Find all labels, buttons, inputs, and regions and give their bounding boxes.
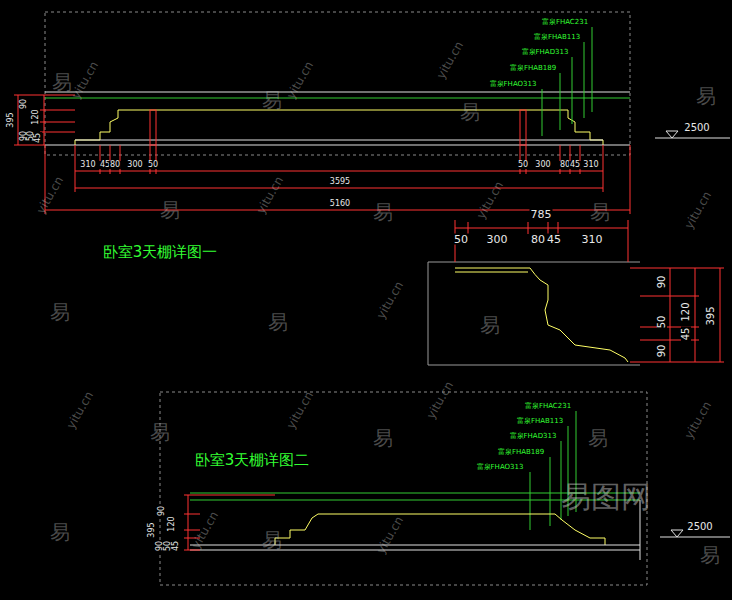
watermark: 易 (700, 545, 720, 565)
dimension: 50 (453, 234, 469, 245)
material-code: 富泉FHAC231 (525, 403, 571, 410)
dimension: 395 (148, 521, 156, 538)
watermark: 易 (373, 202, 393, 222)
watermark: 易 (262, 530, 282, 550)
dimension: 45 (569, 161, 581, 169)
dimension: 90 (657, 344, 667, 359)
dimension: 90 (657, 275, 667, 290)
watermark: 易 (52, 72, 72, 92)
dimension: 120 (168, 515, 176, 532)
dimension: 45 (172, 540, 180, 552)
dimension: 45 (681, 327, 691, 342)
watermark: 易 (373, 428, 393, 448)
watermark: yitu.cn (255, 174, 286, 215)
watermark: 易 (50, 522, 70, 542)
watermark: 易 (480, 315, 500, 335)
watermark: 易图网 (561, 482, 651, 512)
dimension: 300 (126, 161, 143, 169)
watermark: yitu.cn (70, 59, 101, 100)
dimension: 785 (530, 209, 553, 220)
material-code: 富泉FHAD313 (510, 433, 557, 440)
watermark: 易 (268, 312, 288, 332)
dimension: 120 (681, 301, 691, 322)
dimension: 120 (32, 108, 40, 125)
material-code: 富泉FHAO313 (490, 81, 537, 88)
dimension: 395 (706, 305, 716, 326)
dimension: 310 (582, 161, 599, 169)
watermark: 易 (588, 428, 608, 448)
watermark: 易 (262, 90, 282, 110)
elevation-mark: 2500 (683, 123, 710, 133)
watermark: yitu.cn (683, 399, 714, 440)
watermark: 易 (696, 86, 716, 106)
dimension: 45 (34, 132, 42, 144)
watermark: 易 (50, 302, 70, 322)
watermark: yitu.cn (65, 389, 96, 430)
dimension: 300 (534, 161, 551, 169)
material-code: 富泉FHAB113 (534, 34, 580, 41)
material-code: 富泉FHAO313 (477, 464, 524, 471)
dimension: 3595 (329, 178, 351, 186)
dimension: 50 (147, 161, 159, 169)
elevation-mark: 2500 (686, 522, 713, 532)
watermark: 易 (160, 200, 180, 220)
watermark: yitu.cn (375, 514, 406, 555)
material-code: 富泉FHAC231 (542, 19, 588, 26)
dimension: 45 (546, 234, 562, 245)
watermark: yitu.cn (285, 389, 316, 430)
watermark: 易 (150, 422, 170, 442)
watermark: yitu.cn (375, 279, 406, 320)
dimension: 5160 (329, 200, 351, 208)
dimension: 50 (517, 161, 529, 169)
dimension: 300 (486, 234, 509, 245)
watermark: yitu.cn (285, 59, 316, 100)
dimension: 90 (158, 505, 166, 517)
material-code: 富泉FHAB189 (498, 449, 544, 456)
drawing-title: 卧室3天棚详图二 (195, 453, 310, 468)
dimension: 310 (581, 234, 604, 245)
dimension: 80 (530, 234, 546, 245)
material-code: 富泉FHAB113 (517, 418, 563, 425)
dimension: 395 (7, 111, 15, 128)
watermark: yitu.cn (683, 189, 714, 230)
dimension: 50 (164, 540, 172, 552)
dimension: 90 (20, 98, 28, 110)
dimension: 90 (156, 540, 164, 552)
drawing-title: 卧室3天棚详图一 (103, 245, 218, 260)
watermark: yitu.cn (425, 379, 456, 420)
watermark: 易 (590, 202, 610, 222)
watermark: 易 (460, 102, 480, 122)
material-code: 富泉FHAD313 (522, 49, 569, 56)
material-code: 富泉FHAB189 (510, 65, 556, 72)
watermark: yitu.cn (475, 179, 506, 220)
watermark: yitu.cn (35, 174, 66, 215)
watermark: yitu.cn (435, 39, 466, 80)
dimension: 50 (657, 315, 667, 330)
dimension: 310 (79, 161, 96, 169)
dimension: 80 (109, 161, 121, 169)
